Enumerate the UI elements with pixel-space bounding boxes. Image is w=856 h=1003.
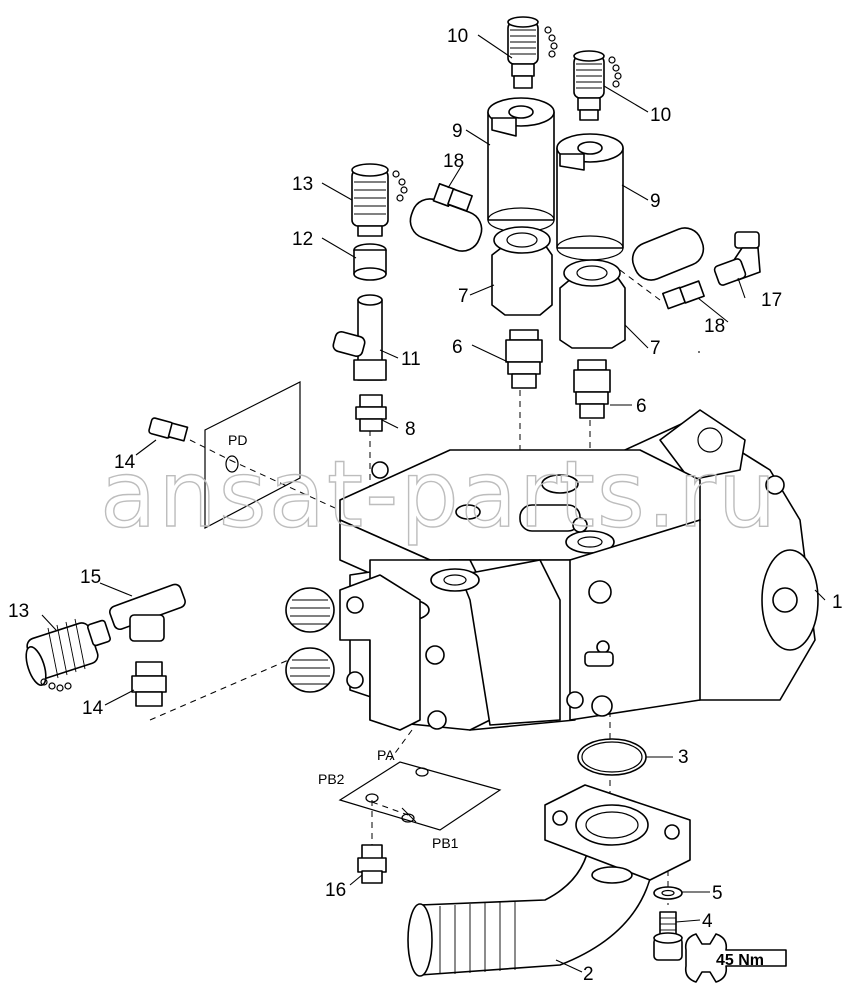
test-coupling-10-top bbox=[507, 16, 558, 89]
elbow-fitting-17 bbox=[713, 231, 761, 286]
fitting-14-upper bbox=[148, 417, 189, 442]
test-coupling-10-right bbox=[573, 50, 622, 121]
callout-7-left: 7 bbox=[458, 286, 469, 307]
test-coupling-13-lower bbox=[25, 618, 111, 692]
fitting-18-right bbox=[662, 280, 705, 310]
callout-12: 12 bbox=[292, 229, 313, 250]
callout-18-right: 18 bbox=[704, 316, 725, 337]
callout-14-lower: 14 bbox=[82, 698, 104, 719]
callout-14-upper: 14 bbox=[114, 452, 136, 473]
callout-labels: 1 2 3 4 5 6 6 7 7 8 9 9 10 10 11 12 13 1… bbox=[8, 26, 843, 985]
callout-3: 3 bbox=[678, 747, 689, 768]
callout-10-top: 10 bbox=[447, 26, 468, 47]
pd-port-panel bbox=[204, 381, 301, 529]
pa-pb-port-panel bbox=[338, 761, 502, 831]
cartridge-9-left bbox=[487, 97, 555, 233]
callout-11: 11 bbox=[401, 349, 421, 370]
valve-housing-7-left bbox=[409, 198, 553, 316]
fitting-12 bbox=[353, 243, 387, 281]
callout-13-upper: 13 bbox=[292, 174, 313, 195]
washer bbox=[653, 886, 683, 900]
callout-1: 1 bbox=[832, 592, 843, 613]
callout-4: 4 bbox=[702, 911, 713, 932]
port-label-pb2: PB2 bbox=[318, 771, 345, 787]
knurl-lines bbox=[576, 63, 602, 89]
callout-6-left: 6 bbox=[452, 337, 463, 358]
callout-6-right: 6 bbox=[636, 396, 647, 417]
callout-7-right: 7 bbox=[650, 338, 661, 359]
port-label-pb1: PB1 bbox=[432, 835, 459, 851]
fitting-6-left bbox=[505, 329, 543, 389]
fitting-16 bbox=[357, 844, 387, 884]
knurl-lines bbox=[47, 618, 86, 679]
torque-wrench-icon bbox=[684, 933, 787, 983]
callout-leaders bbox=[41, 34, 826, 973]
fitting-6-right bbox=[573, 359, 611, 419]
callout-18-left: 18 bbox=[443, 151, 464, 172]
callout-5: 5 bbox=[712, 883, 723, 904]
port-label-pd: PD bbox=[228, 432, 247, 448]
control-valve-body bbox=[285, 409, 819, 731]
cartridge-9-right bbox=[556, 133, 624, 261]
fitting-8 bbox=[355, 394, 387, 432]
cap-screw bbox=[653, 911, 683, 961]
callout-9-left: 9 bbox=[452, 121, 463, 142]
callout-15: 15 bbox=[80, 567, 101, 588]
knurl-lines bbox=[510, 29, 536, 55]
o-ring bbox=[577, 738, 647, 776]
fitting-14-lower bbox=[131, 661, 167, 707]
tee-fitting-15 bbox=[109, 583, 186, 642]
callout-16: 16 bbox=[325, 880, 346, 901]
valve-housing-7-right bbox=[559, 227, 705, 349]
callout-2: 2 bbox=[583, 964, 594, 985]
fitting-18-left bbox=[432, 183, 473, 212]
callout-10-right: 10 bbox=[650, 105, 671, 126]
suction-elbow-assembly bbox=[407, 784, 691, 977]
watermark: ansat-parts.ru bbox=[100, 441, 778, 548]
torque-value: 45 Nm bbox=[716, 952, 764, 969]
hose-ribs bbox=[439, 901, 516, 974]
test-coupling-13-upper bbox=[351, 163, 408, 237]
callout-9-right: 9 bbox=[650, 191, 661, 212]
callout-17: 17 bbox=[761, 290, 782, 311]
callout-8: 8 bbox=[405, 419, 416, 440]
callout-13-lower: 13 bbox=[8, 601, 29, 622]
port-label-pa: PA bbox=[377, 747, 395, 763]
port-labels: PD PA PB2 PB1 bbox=[228, 432, 459, 851]
tee-fitting-11 bbox=[332, 294, 387, 381]
knob-knurl bbox=[290, 599, 330, 685]
